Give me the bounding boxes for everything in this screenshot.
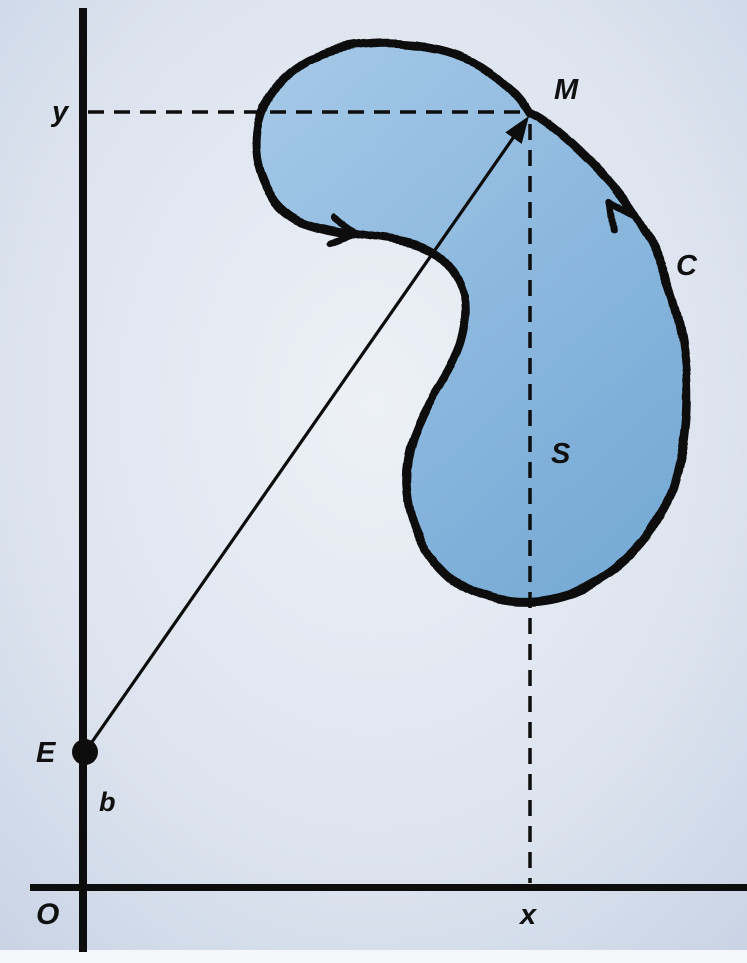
point-M-label: M [554, 74, 579, 106]
curve-C-label: C [676, 250, 698, 282]
curve-direction-arrow-right-icon [605, 198, 638, 234]
origin-label: O [36, 898, 59, 931]
intercept-b-label: b [99, 787, 116, 817]
vector-arrowhead-icon [505, 116, 529, 144]
region-S-blob [251, 39, 692, 607]
vector-E-to-M [83, 127, 522, 753]
curve-direction-arrow-top-icon [326, 213, 361, 247]
region-S-label: S [551, 438, 571, 470]
x-coordinate-label: x [518, 899, 538, 931]
bottom-strip [0, 950, 747, 963]
point-E-label: E [36, 737, 57, 769]
y-axis-line [79, 8, 87, 952]
x-axis-line [30, 884, 747, 891]
y-coordinate-label: y [50, 96, 70, 128]
